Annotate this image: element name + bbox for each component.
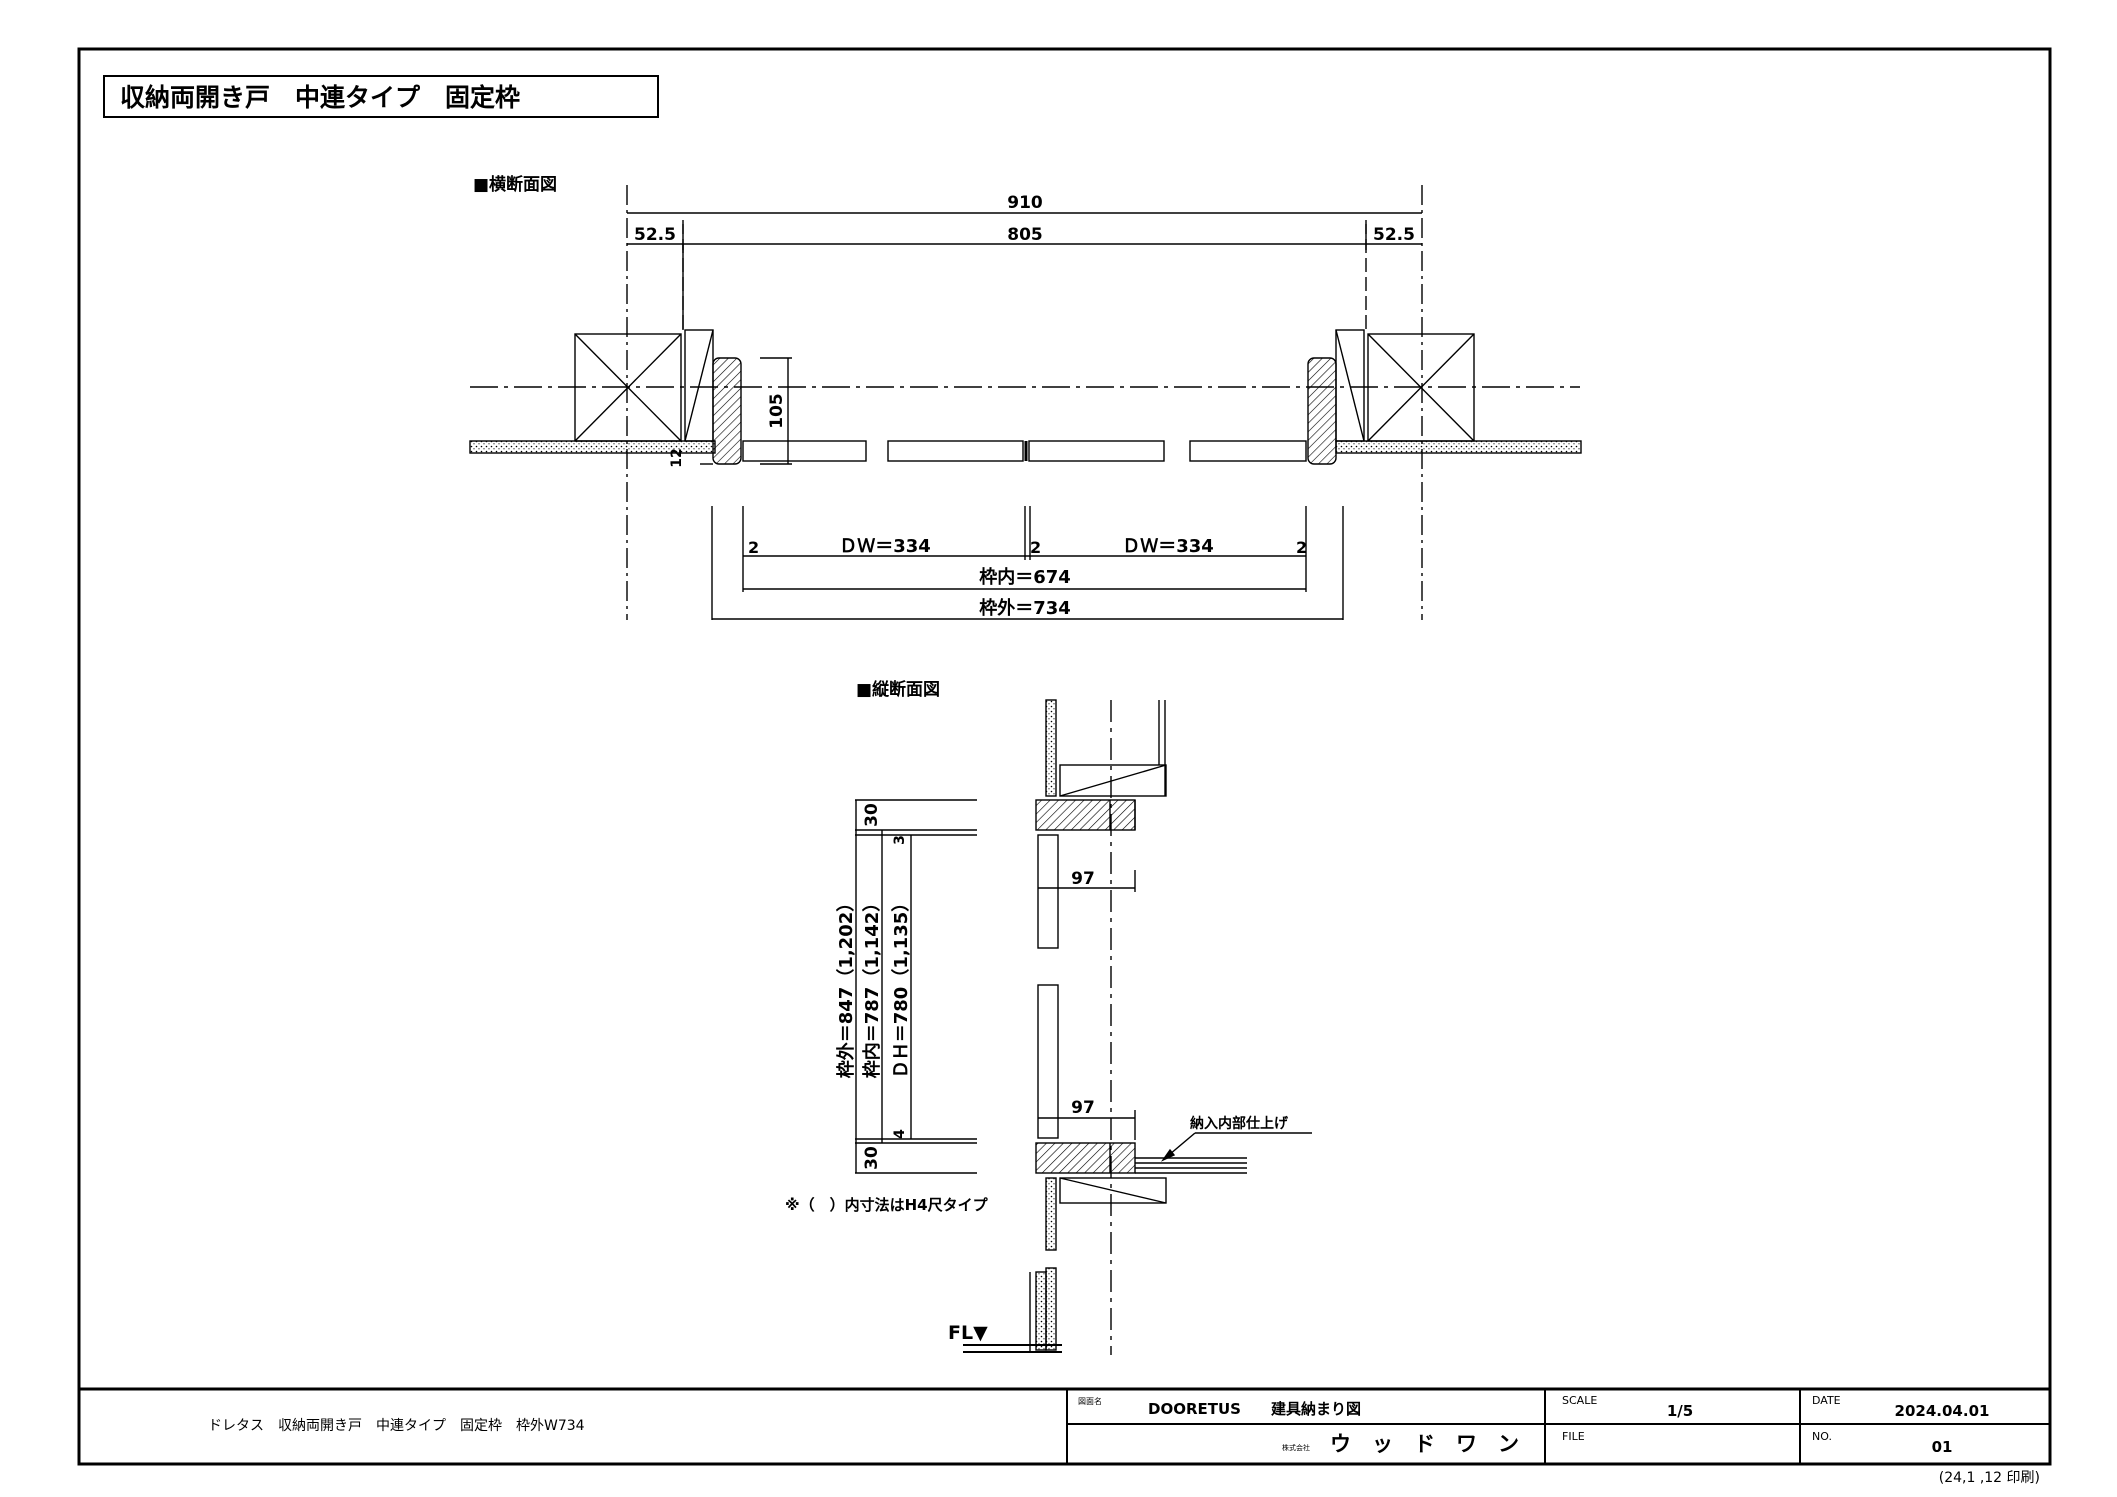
dim-12: 12	[669, 448, 685, 467]
dim-97-top: 97	[1071, 869, 1095, 889]
title-block	[79, 1387, 2050, 1464]
dim-frame-inner: 枠内＝674	[979, 566, 1071, 588]
no-value: 01	[1932, 1438, 1953, 1456]
dim-frame-inner-v: 枠内＝787（1,142）	[861, 894, 883, 1079]
dim-gap-left: 2	[748, 538, 759, 557]
dim-52-5-left: 52.5	[634, 225, 676, 245]
drawing-name: DOORETUS 建具納まり図	[1148, 1400, 1361, 1418]
date-label: DATE	[1812, 1394, 1841, 1407]
scale-label: SCALE	[1562, 1394, 1597, 1407]
scale-value: 1/5	[1667, 1402, 1693, 1420]
dim-dw-left: ＤＷ＝334	[839, 536, 931, 557]
dim-97-bottom: 97	[1071, 1098, 1095, 1118]
vertical-section-label: ■縦断面図	[856, 679, 940, 700]
file-label: FILE	[1562, 1430, 1585, 1443]
finish-label: 納入内部仕上げ	[1190, 1115, 1289, 1132]
dim-dh: ＤＨ＝780（1,135）	[891, 894, 912, 1079]
dim-910: 910	[1007, 193, 1043, 213]
no-label: NO.	[1812, 1430, 1832, 1443]
dim-gap-top-3: 3	[892, 835, 908, 845]
print-note: (24,1 ,12 印刷)	[1939, 1470, 2040, 1486]
dim-gap-bottom-4: 4	[892, 1129, 908, 1139]
vertical-section-drawing	[855, 699, 1312, 1355]
dim-dw-right: ＤＷ＝334	[1122, 536, 1214, 557]
floor-level-label: FL▼	[948, 1322, 988, 1344]
h4-note: ※（ ）内寸法はH4尺タイプ	[785, 1196, 989, 1214]
company-name: ウ ッ ド ワ ン	[1330, 1432, 1519, 1456]
product-name: ドレタス 収納両開き戸 中連タイプ 固定枠 枠外W734	[208, 1418, 585, 1434]
horizontal-section-label: ■横断面図	[473, 174, 557, 195]
dim-105: 105	[767, 393, 787, 429]
dim-frame-outer: 枠外＝734	[979, 597, 1071, 619]
dim-52-5-right: 52.5	[1373, 225, 1415, 245]
dim-gap-mid: 2	[1030, 538, 1041, 557]
sheet-border	[77, 47, 2052, 1466]
dim-frame-outer-v: 枠外＝847（1,202）	[835, 894, 857, 1079]
date-value: 2024.04.01	[1895, 1402, 1990, 1420]
drawing-name-label: 図面名	[1078, 1396, 1102, 1406]
page-title: 収納両開き戸 中連タイプ 固定枠	[120, 83, 520, 112]
dim-gap-right: 2	[1296, 538, 1307, 557]
dim-805: 805	[1007, 225, 1043, 245]
company-prefix: 株式会社	[1282, 1443, 1310, 1452]
dim-bottom-30: 30	[862, 1146, 882, 1170]
title-box	[103, 75, 659, 118]
horizontal-section-drawing	[469, 185, 1582, 620]
dim-top-30: 30	[862, 803, 882, 827]
